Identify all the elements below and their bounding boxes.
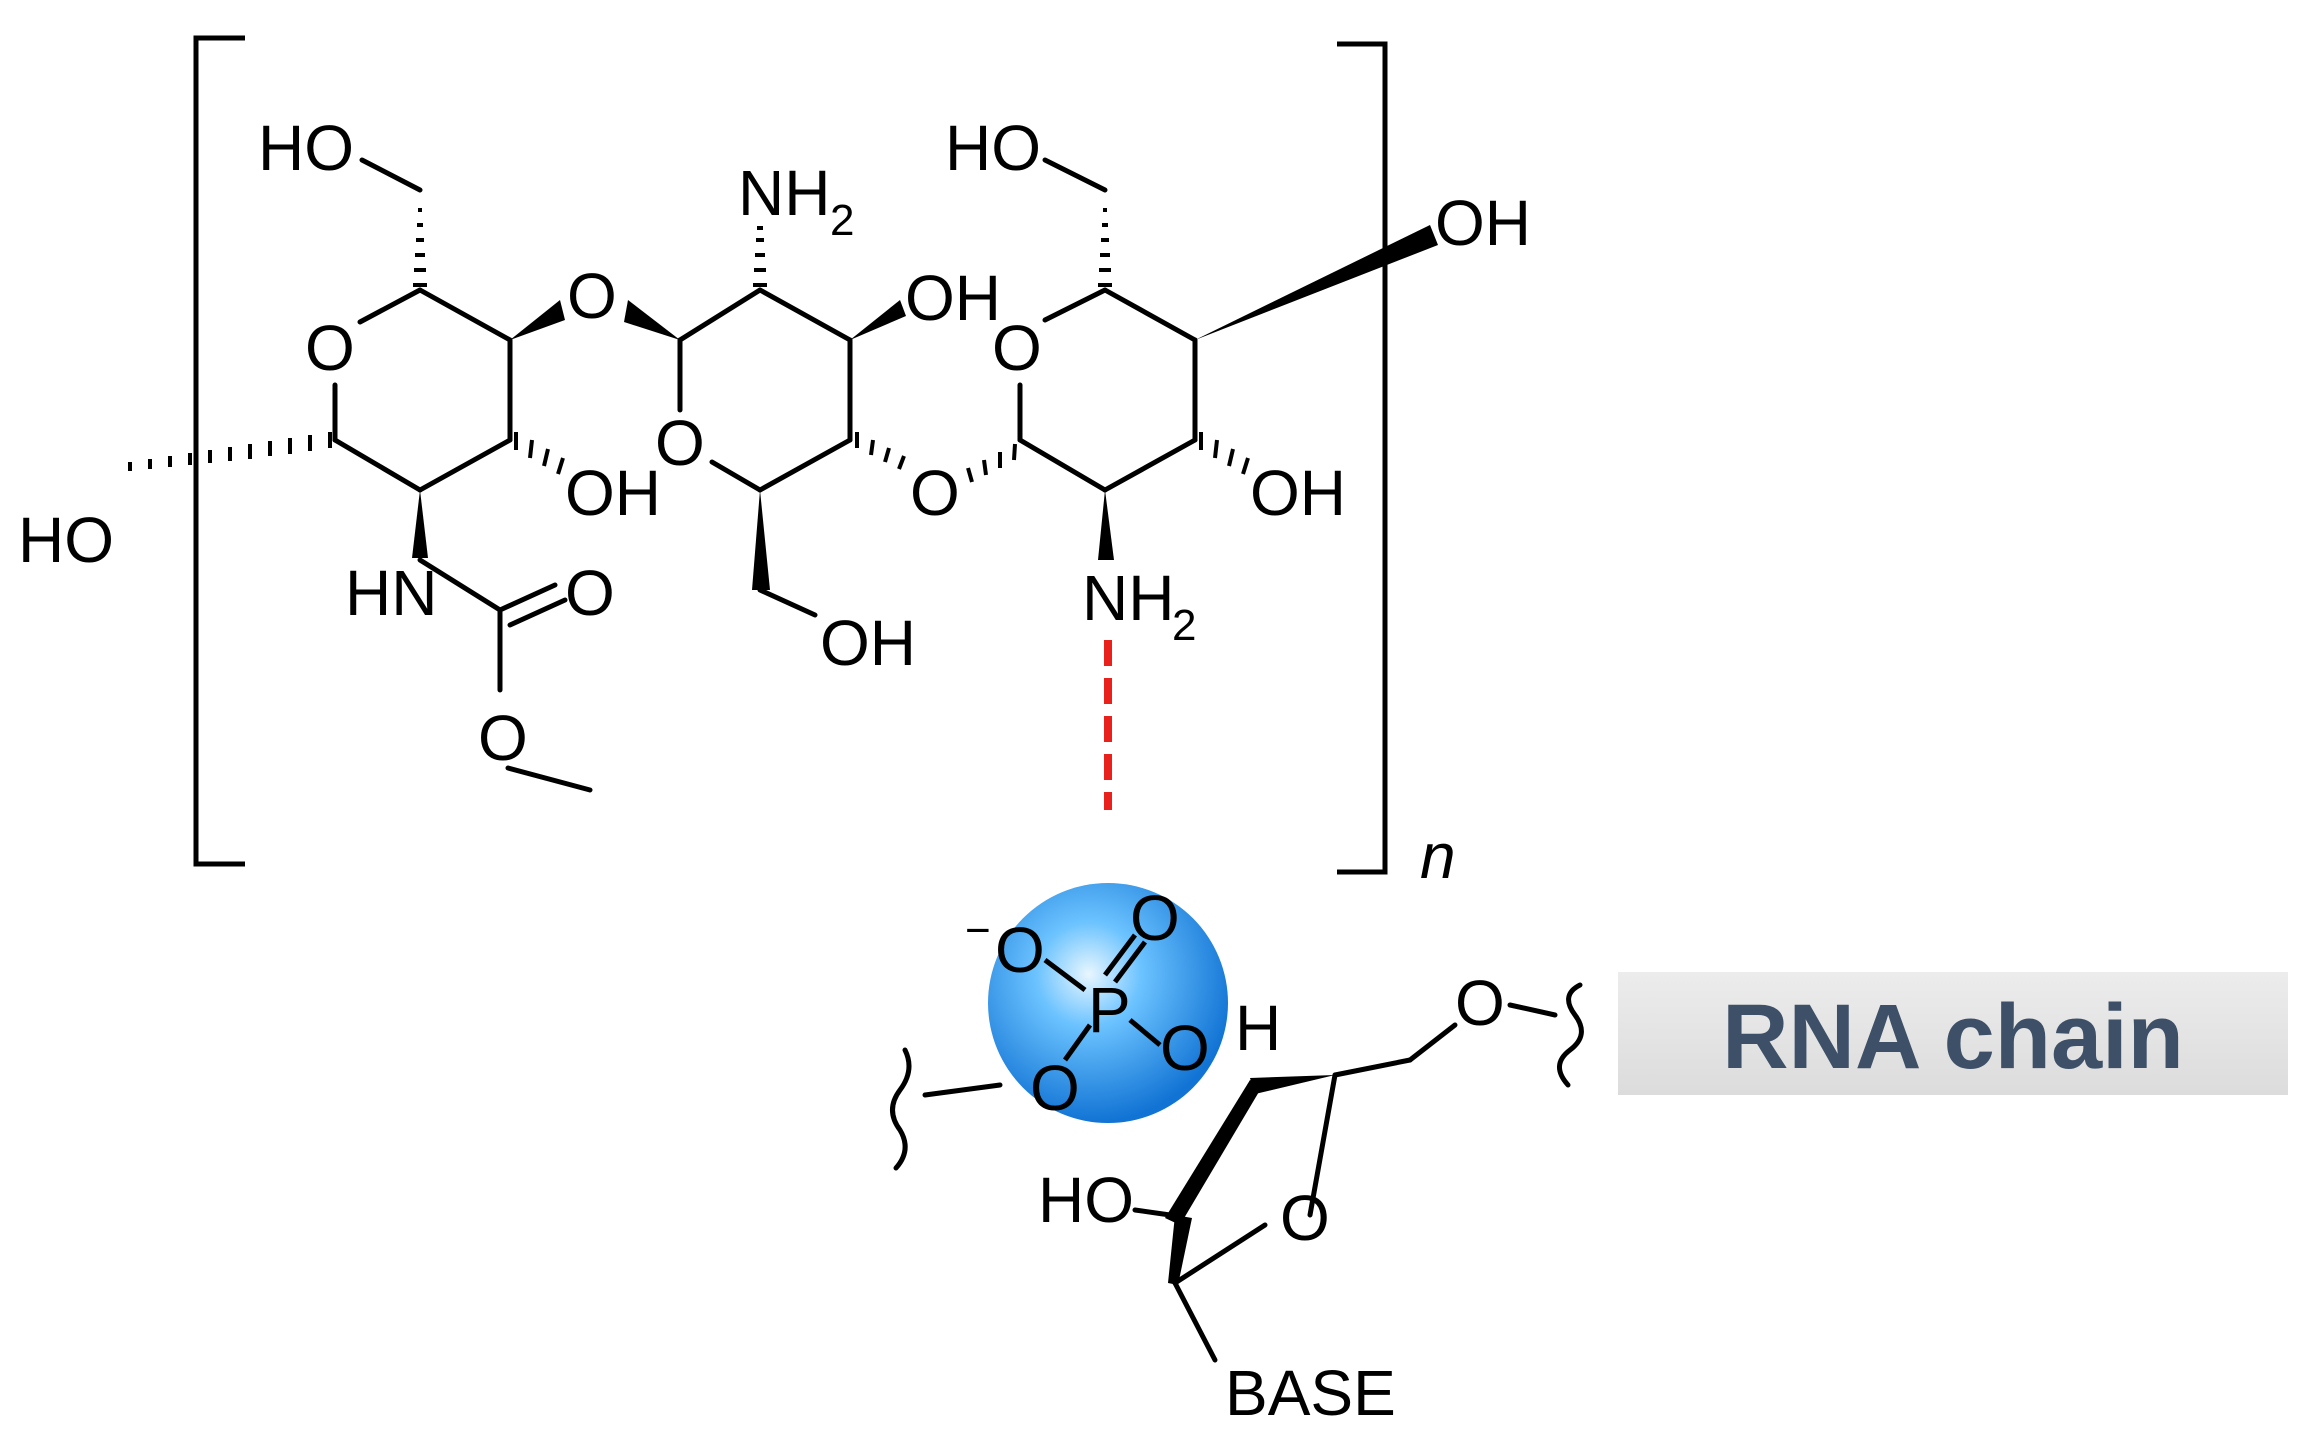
label-base: BASE — [1225, 1357, 1396, 1429]
phosphate-bonds — [1043, 933, 1162, 1062]
label-carbonyl-o: O — [565, 557, 615, 629]
label-ester-o: O — [478, 702, 528, 774]
phosphate-labels: P O O − O O — [965, 882, 1210, 1124]
label-oh-ring1: OH — [565, 457, 661, 529]
phosphate-sphere — [988, 883, 1228, 1123]
repeat-brackets — [193, 35, 1388, 875]
label-oh-mid: OH — [905, 262, 1001, 334]
label-phosphate-o-bottom: O — [1030, 1052, 1080, 1124]
label-o-link2: O — [910, 457, 960, 529]
label-phosphate-o-left: O — [995, 914, 1045, 986]
rna-chain-box — [1618, 972, 2288, 1095]
label-o-ring1: O — [305, 312, 355, 384]
label-oh-right: OH — [1435, 187, 1531, 259]
label-phosphate-charge: − — [965, 906, 991, 955]
label-phosphate-o-top: O — [1130, 882, 1180, 954]
hashed-bonds — [128, 208, 1250, 483]
repeat-n-label: n — [1420, 820, 1456, 892]
label-phosphate-o-right: O — [1160, 1012, 1210, 1084]
label-nh2-bottom-sub: 2 — [1172, 601, 1196, 650]
label-ring-o: O — [1280, 1182, 1330, 1254]
label-nh2-top-sub: 2 — [830, 196, 854, 245]
label-ho-top-right: HO — [945, 112, 1041, 184]
rna-wedges — [1165, 1075, 1335, 1285]
label-o-ring2: O — [655, 407, 705, 479]
label-h: H — [1235, 992, 1281, 1064]
label-oh-ring2: OH — [820, 607, 916, 679]
rna-backbone-bonds — [890, 982, 1584, 1363]
label-nh2-bottom: NH — [1082, 562, 1174, 634]
label-o-ring3: O — [992, 312, 1042, 384]
label-ho-sugar: HO — [1038, 1164, 1134, 1236]
label-o-link1: O — [567, 260, 617, 332]
ring-bonds — [332, 157, 1198, 793]
label-o5: O — [1455, 967, 1505, 1039]
glycan-labels: HO NH 2 OH HO OH O O O O O OH HO HN O O … — [18, 112, 1531, 774]
label-ho-left: HO — [18, 504, 114, 576]
label-ho-top-left: HO — [258, 112, 354, 184]
wedge-bonds — [412, 225, 1438, 590]
label-phosphate-p: P — [1088, 974, 1131, 1046]
rna-chain-label: RNA chain — [1722, 986, 2184, 1088]
sugar-labels: H O O HO BASE — [1038, 967, 1505, 1429]
label-nh2-top: NH — [738, 157, 830, 229]
label-oh-ring3: OH — [1250, 457, 1346, 529]
label-hn: HN — [345, 557, 437, 629]
